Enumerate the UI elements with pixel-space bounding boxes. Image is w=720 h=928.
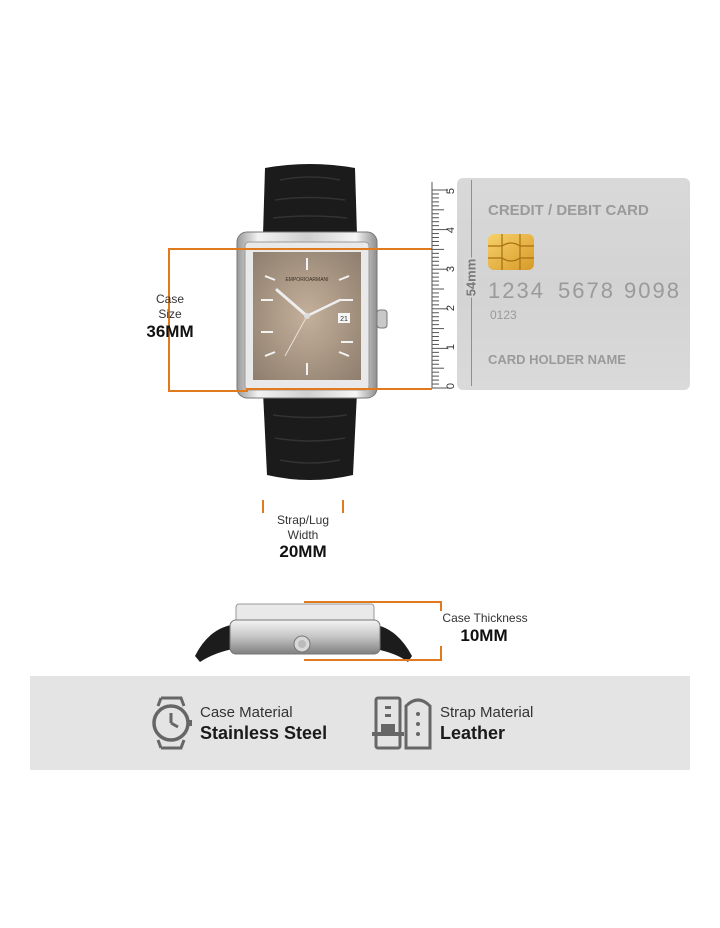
strap-width-value: 20MM (262, 542, 344, 562)
card-number-group-2: 5678 (558, 278, 615, 303)
case-material-spec: Case Material Stainless Steel (200, 704, 327, 744)
ruler-label-3: 3 (445, 265, 457, 273)
strap-material-spec: Strap Material Leather (440, 704, 533, 744)
case-material-value: Stainless Steel (200, 723, 328, 743)
credit-card-reference: 54mm CREDIT / DEBIT CARD 1234 5678 9098 … (457, 178, 690, 390)
case-size-value: 36MM (146, 322, 194, 341)
card-holder-name: CARD HOLDER NAME (488, 352, 626, 367)
strap-width-title: Strap/Lug Width (262, 513, 344, 543)
ruler-label-0: 0 (445, 382, 457, 390)
card-number-group-3: 9098 (624, 278, 681, 303)
case-size-title: Case Size (155, 292, 184, 321)
case-size-bracket (168, 248, 248, 392)
ruler-label-5: 5 (445, 187, 457, 195)
ruler-label-1: 1 (445, 343, 457, 351)
case-thickness-title: Case Thickness (436, 611, 534, 626)
case-size-guide-bottom (246, 388, 432, 390)
card-dimension-label: 54mm (463, 257, 479, 298)
strap-material-value: Leather (440, 723, 506, 743)
watch-front-image: EMPORIOARMANI 21 (236, 164, 388, 480)
case-thickness-value: 10MM (436, 626, 532, 646)
card-header: CREDIT / DEBIT CARD (488, 202, 649, 219)
thickness-bracket (304, 601, 442, 661)
watch-outline-icon (152, 696, 192, 750)
card-number-group-1: 1234 (488, 278, 545, 303)
strap-outline-icon (372, 696, 432, 750)
case-size-guide-top (246, 248, 432, 250)
ruler (422, 178, 452, 390)
ruler-label-2: 2 (445, 304, 457, 312)
card-small-number: 0123 (490, 308, 517, 322)
ruler-label-4: 4 (445, 226, 457, 234)
dial-brand-text: EMPORIOARMANI (285, 277, 328, 283)
materials-info-band: Case Material Stainless Steel Strap Mate… (30, 676, 690, 770)
watch-side-image (195, 603, 412, 662)
card-chip-icon (488, 234, 534, 270)
case-material-title: Case Material (200, 704, 293, 721)
svg-text:21: 21 (340, 316, 348, 323)
strap-material-title: Strap Material (440, 704, 534, 721)
